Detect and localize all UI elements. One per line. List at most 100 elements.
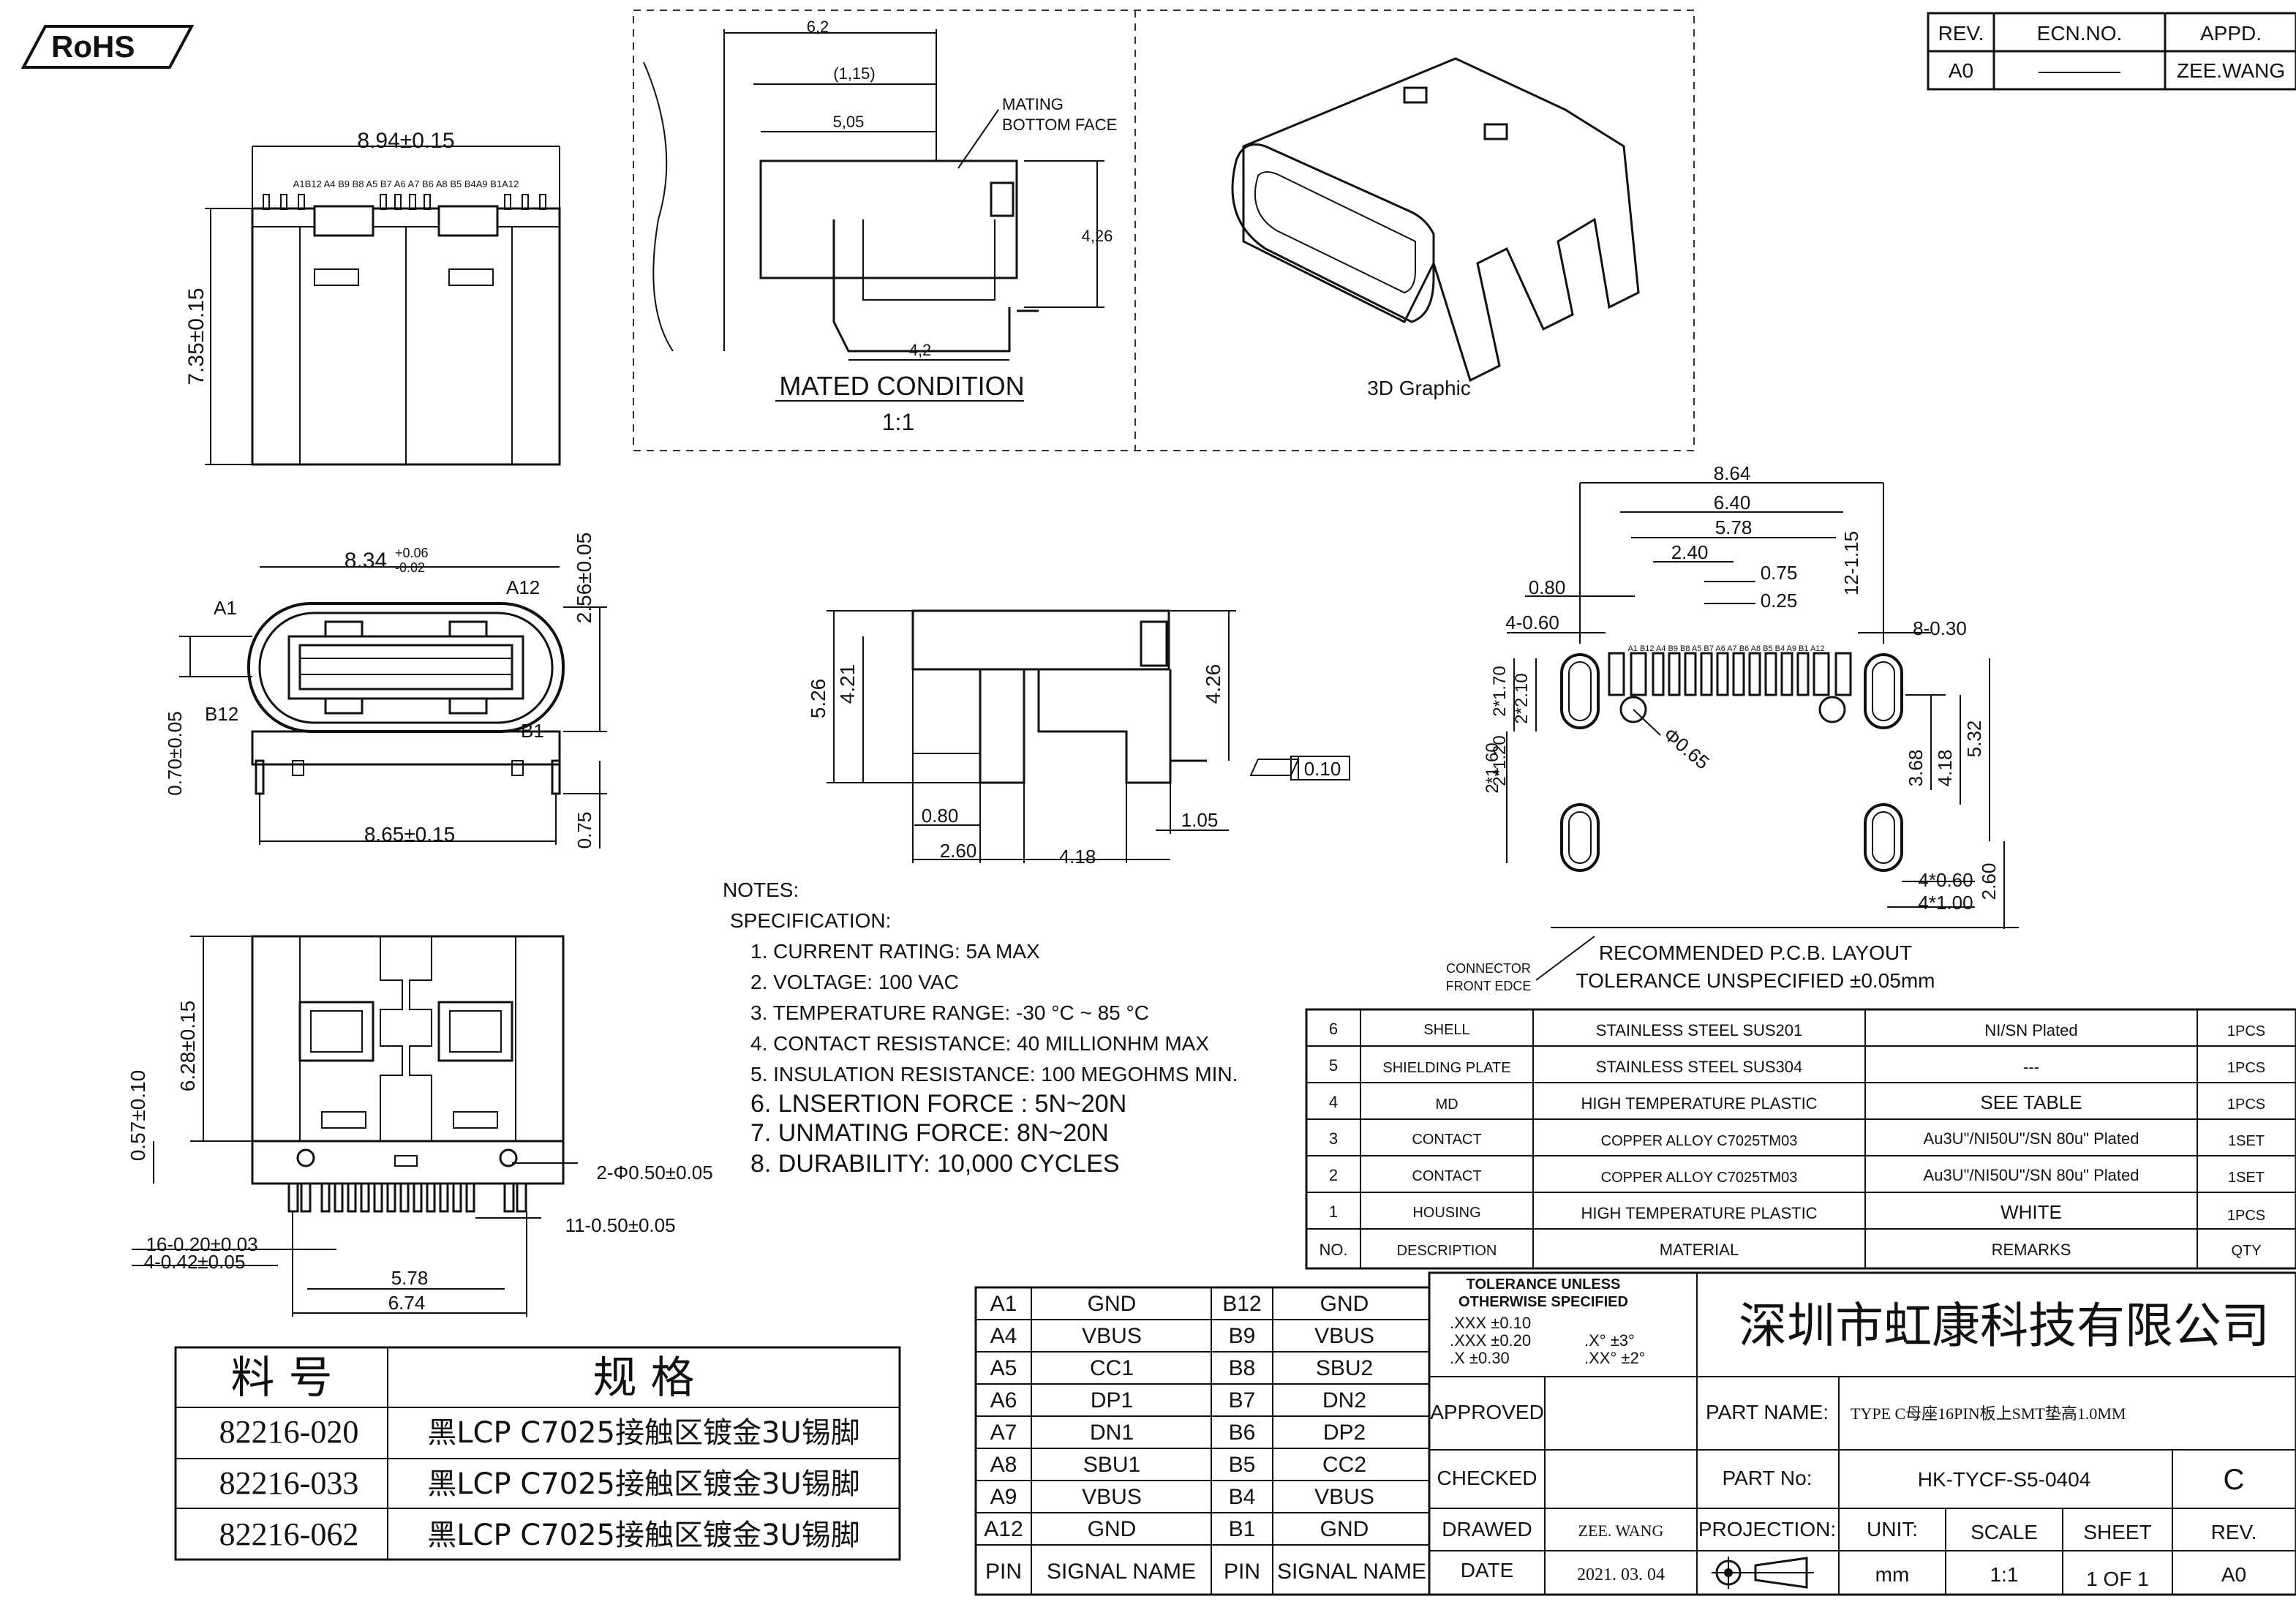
part-table-header-no: 料 号 bbox=[230, 1353, 332, 1404]
3d-graphic: 3D Graphic bbox=[1231, 57, 1640, 399]
svg-text:MATERIAL: MATERIAL bbox=[1660, 1241, 1739, 1259]
dim-front-bottom-width: 8.65±0.15 bbox=[364, 823, 455, 846]
dim-pcb-2-170: 2*1.70 bbox=[1490, 666, 1510, 716]
svg-text:COPPER ALLOY C7025TM03: COPPER ALLOY C7025TM03 bbox=[1601, 1170, 1798, 1186]
part-row-1-no: 82216-020 bbox=[219, 1414, 359, 1450]
svg-text:SIGNAL NAME: SIGNAL NAME bbox=[1047, 1560, 1196, 1584]
dim-top-height: 7.35±0.15 bbox=[184, 287, 208, 385]
title-block: TOLERANCE UNLESS OTHERWISE SPECIFIED .XX… bbox=[1428, 1271, 2296, 1596]
dim-pcb-2-40: 2.40 bbox=[1671, 541, 1709, 563]
note-7: 7. UNMATING FORCE: 8N~20N bbox=[750, 1119, 1109, 1147]
svg-text:1SET: 1SET bbox=[2228, 1133, 2265, 1149]
svg-text:DN2: DN2 bbox=[1322, 1388, 1366, 1412]
tol-head-1: TOLERANCE UNLESS bbox=[1467, 1276, 1621, 1293]
flatness-value: 0.10 bbox=[1304, 758, 1341, 780]
svg-text:DP2: DP2 bbox=[1323, 1421, 1366, 1445]
pcb-tolerance: TOLERANCE UNSPECIFIED ±0.05mm bbox=[1576, 969, 1935, 992]
dim-mated-1-15: (1,15) bbox=[833, 64, 875, 83]
svg-text:5: 5 bbox=[1329, 1056, 1338, 1075]
part-no-value: HK-TYCF-S5-0404 bbox=[1918, 1468, 2091, 1491]
appd-value: ZEE.WANG bbox=[2177, 59, 2285, 82]
dim-front-foot: 0.75 bbox=[573, 812, 595, 849]
top-view-pins bbox=[263, 194, 546, 210]
svg-text:B9: B9 bbox=[1229, 1324, 1256, 1348]
pcb-title: RECOMMENDED P.C.B. LAYOUT bbox=[1599, 941, 1912, 964]
part-name-value: TYPE C母座16PIN板上SMT垫高1.0MM bbox=[1851, 1404, 2126, 1423]
dim-side-2-60: 2.60 bbox=[940, 840, 977, 862]
dim-pcb-8-030: 8-0.30 bbox=[1913, 617, 1967, 639]
dim-pcb-2-160: 2*1.60 bbox=[1483, 742, 1502, 793]
revision-block: REV. ECN.NO. APPD. A0 ———— ZEE.WANG bbox=[1927, 12, 2296, 91]
dim-front-tol-dn: -0.02 bbox=[395, 560, 425, 575]
dim-top-width: 8.94±0.15 bbox=[357, 129, 454, 153]
bottom-view-pins bbox=[287, 1182, 527, 1213]
dim-pcb-4-18: 4.18 bbox=[1934, 750, 1956, 787]
part-name-label: PART NAME: bbox=[1706, 1401, 1829, 1423]
note-2: 2. VOLTAGE: 100 VAC bbox=[750, 971, 959, 993]
dim-pcb-12-115: 12-1.15 bbox=[1840, 531, 1862, 595]
dim-bottom-pins: 11-0.50±0.05 bbox=[565, 1214, 675, 1236]
rev-letter: C bbox=[2224, 1464, 2245, 1496]
mated-scale: 1:1 bbox=[882, 409, 914, 435]
svg-text:QTY: QTY bbox=[2231, 1243, 2261, 1259]
svg-text:VBUS: VBUS bbox=[1082, 1324, 1142, 1348]
connector-front-label: CONNECTOR bbox=[1446, 961, 1531, 976]
dim-pcb-2-60: 2.60 bbox=[1978, 863, 2000, 900]
svg-text:NI/SN Plated: NI/SN Plated bbox=[1984, 1021, 2077, 1039]
rev-label: REV. bbox=[2211, 1521, 2257, 1543]
bottom-view: 6.28±0.15 0.57±0.10 2-Φ0.50±0.05 11-0.50… bbox=[127, 935, 713, 1317]
svg-text:SBU1: SBU1 bbox=[1083, 1453, 1140, 1477]
part-row-1-spec: 黑LCP C7025接触区镀金3U锡脚 bbox=[427, 1416, 860, 1450]
svg-text:NO.: NO. bbox=[1319, 1241, 1347, 1259]
dim-pcb-0-75: 0.75 bbox=[1761, 562, 1798, 584]
svg-text:VBUS: VBUS bbox=[1314, 1485, 1374, 1509]
dim-pcb-4-100: 4*1.00 bbox=[1918, 892, 1973, 914]
svg-text:A7: A7 bbox=[990, 1421, 1017, 1445]
dim-side-5-26: 5.26 bbox=[807, 679, 829, 719]
pcb-pads bbox=[1608, 652, 1852, 696]
tol-line-3: .X ±0.30 bbox=[1450, 1349, 1510, 1367]
svg-text:A12: A12 bbox=[984, 1517, 1023, 1541]
part-table-header-spec: 规 格 bbox=[592, 1353, 694, 1404]
dim-side-1-05: 1.05 bbox=[1181, 809, 1219, 831]
tol-line-5: .XX° ±2° bbox=[1584, 1349, 1645, 1367]
svg-text:SEE TABLE: SEE TABLE bbox=[1980, 1091, 2082, 1113]
svg-text:1SET: 1SET bbox=[2228, 1170, 2265, 1186]
dim-mated-5-05: 5,05 bbox=[833, 113, 865, 131]
tol-line-1: .XXX ±0.10 bbox=[1450, 1314, 1531, 1332]
svg-text:HIGH TEMPERATURE PLASTIC: HIGH TEMPERATURE PLASTIC bbox=[1581, 1204, 1817, 1222]
svg-text:4: 4 bbox=[1329, 1093, 1338, 1111]
svg-text:A9: A9 bbox=[990, 1485, 1017, 1509]
note-6: 6. LNSERTION FORCE : 5N~20N bbox=[750, 1090, 1126, 1118]
checked-label: CHECKED bbox=[1437, 1467, 1537, 1489]
svg-text:3: 3 bbox=[1329, 1129, 1338, 1148]
unit-value: mm bbox=[1875, 1563, 1910, 1586]
dim-bottom-5-78: 5.78 bbox=[391, 1267, 429, 1289]
date-label: DATE bbox=[1461, 1559, 1514, 1581]
dim-pcb-5-78: 5.78 bbox=[1715, 516, 1753, 538]
pcb-pin-label-row: A1 B12 A4 B9 B8 A5 B7 A6 A7 B6 A8 B5 B4 … bbox=[1627, 644, 1824, 653]
part-number-table: 料 号 规 格 82216-020 黑LCP C7025接触区镀金3U锡脚 82… bbox=[174, 1346, 901, 1561]
dim-mated-4-2: 4,2 bbox=[909, 341, 932, 359]
svg-text:STAINLESS STEEL SUS201: STAINLESS STEEL SUS201 bbox=[1596, 1021, 1802, 1039]
part-no-label: PART No: bbox=[1723, 1467, 1813, 1489]
sheet-label: SHEET bbox=[2083, 1521, 2151, 1543]
svg-text:WHITE: WHITE bbox=[2000, 1201, 2062, 1223]
svg-text:B12: B12 bbox=[1222, 1292, 1261, 1316]
sheet-value: 1 OF 1 bbox=[2086, 1568, 2149, 1590]
svg-text:SHIELDING PLATE: SHIELDING PLATE bbox=[1382, 1060, 1510, 1076]
part-row-3-no: 82216-062 bbox=[219, 1516, 359, 1552]
front-edge-label: FRONT EDCE bbox=[1446, 979, 1532, 993]
svg-text:B5: B5 bbox=[1229, 1453, 1256, 1477]
svg-text:GND: GND bbox=[1088, 1517, 1137, 1541]
svg-text:MD: MD bbox=[1435, 1096, 1458, 1113]
svg-text:STAINLESS STEEL SUS304: STAINLESS STEEL SUS304 bbox=[1596, 1058, 1802, 1076]
scale-label: SCALE bbox=[1971, 1521, 2038, 1543]
